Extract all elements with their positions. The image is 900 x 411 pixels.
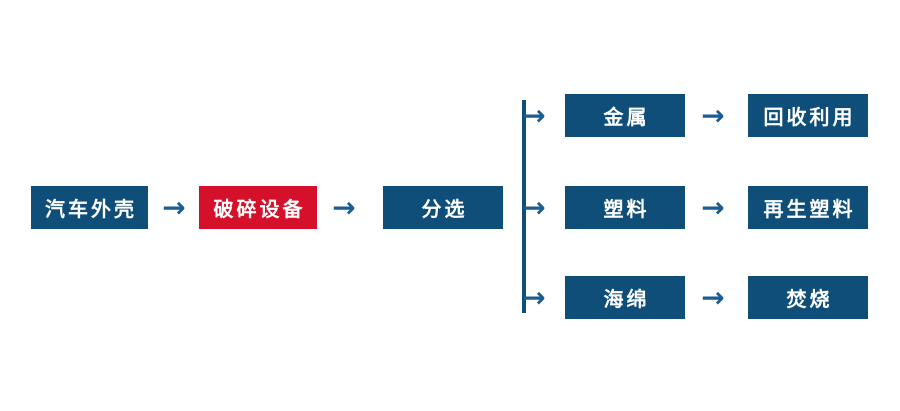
arrow-right-icon: → bbox=[522, 280, 546, 314]
arrow-right-icon: → bbox=[162, 190, 186, 224]
node-metal: 金属 bbox=[565, 94, 685, 137]
arrow-right-icon: → bbox=[701, 280, 725, 314]
arrow-right-icon: → bbox=[701, 190, 725, 224]
branch-connector-line bbox=[522, 100, 526, 313]
node-sorting: 分选 bbox=[383, 186, 503, 229]
node-crusher: 破碎设备 bbox=[199, 186, 317, 229]
node-sponge-result: 焚烧 bbox=[748, 276, 868, 319]
node-metal-result: 回收利用 bbox=[748, 94, 868, 137]
node-plastic-result: 再生塑料 bbox=[748, 186, 868, 229]
node-sponge: 海绵 bbox=[565, 276, 685, 319]
arrow-right-icon: → bbox=[701, 98, 725, 132]
arrow-right-icon: → bbox=[522, 98, 546, 132]
node-plastic: 塑料 bbox=[565, 186, 685, 229]
arrow-right-icon: → bbox=[522, 190, 546, 224]
arrow-right-icon: → bbox=[332, 190, 356, 224]
node-car-shell: 汽车外壳 bbox=[31, 186, 148, 229]
